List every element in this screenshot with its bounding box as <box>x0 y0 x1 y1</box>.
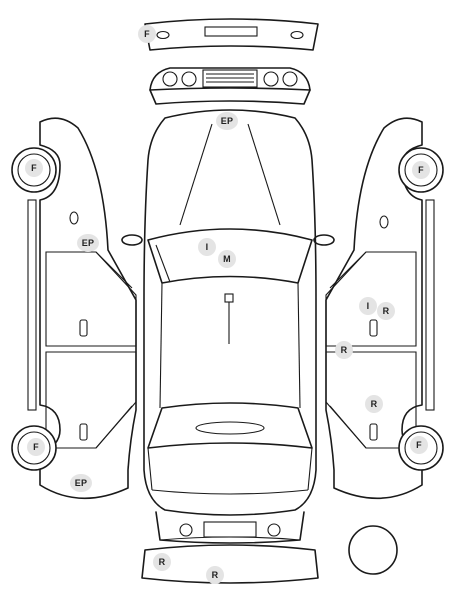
marker-rear-bumper-center[interactable]: R <box>206 566 224 584</box>
left-mirror[interactable] <box>121 234 143 246</box>
marker-left-front-wheel[interactable]: F <box>25 159 43 177</box>
rear-tail-panel[interactable] <box>155 511 305 544</box>
marker-right-front-door-r[interactable]: R <box>377 302 395 320</box>
spare-tire[interactable] <box>348 525 398 575</box>
right-mirror[interactable] <box>313 234 335 246</box>
marker-front-bumper[interactable]: F <box>138 25 156 43</box>
marker-right-front-wheel[interactable]: F <box>412 161 430 179</box>
marker-windshield-i[interactable]: I <box>198 238 216 256</box>
marker-left-rear-wheel[interactable]: F <box>27 438 45 456</box>
car-left-side[interactable] <box>27 117 137 500</box>
marker-rear-bumper-left[interactable]: R <box>153 553 171 571</box>
marker-right-rear-door[interactable]: R <box>365 395 383 413</box>
marker-windshield-m[interactable]: M <box>218 250 236 268</box>
rear-bumper[interactable] <box>141 544 319 584</box>
marker-left-rear-quarter[interactable]: EP <box>70 474 92 492</box>
marker-right-rocker[interactable]: R <box>335 341 353 359</box>
marker-left-fender[interactable]: EP <box>77 234 99 252</box>
marker-right-rear-wheel[interactable]: F <box>410 436 428 454</box>
front-bumper[interactable] <box>144 18 319 51</box>
marker-hood[interactable]: EP <box>216 112 238 130</box>
front-grille[interactable] <box>149 67 311 105</box>
car-body-top[interactable] <box>143 109 317 516</box>
marker-right-front-door-i[interactable]: I <box>359 297 377 315</box>
